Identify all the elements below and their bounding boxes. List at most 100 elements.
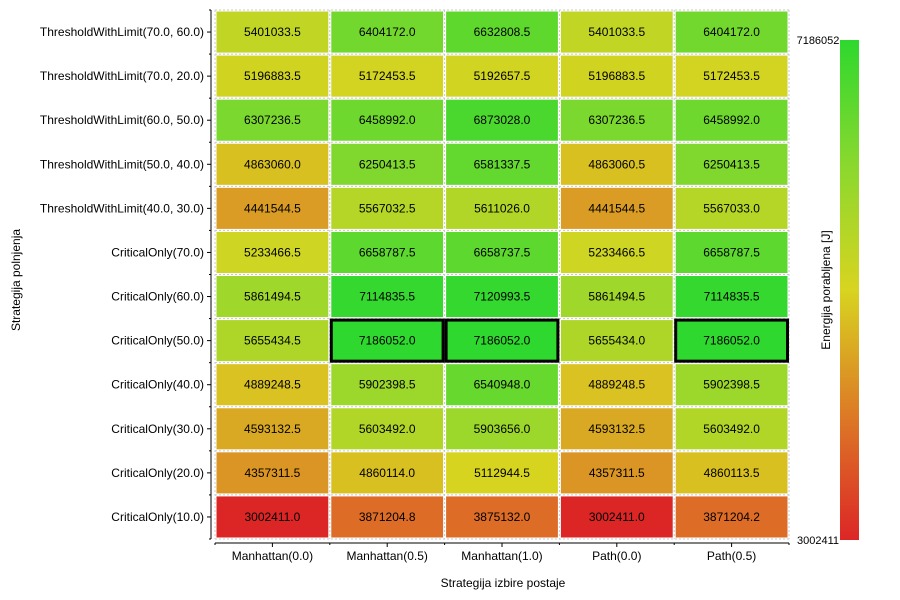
cell-value-label: 6307236.5 bbox=[588, 113, 645, 127]
cell-value-label: 5611026.0 bbox=[474, 201, 530, 215]
cell-value-label: 7186052.0 bbox=[474, 334, 531, 348]
cell-value-label: 6307236.5 bbox=[244, 113, 301, 127]
colorbar-title: Energija porabljena [J] bbox=[819, 230, 833, 349]
cell-value-label: 5902398.5 bbox=[703, 378, 760, 392]
heatmap-cell bbox=[331, 496, 444, 538]
cell-value-label: 6250413.5 bbox=[359, 157, 416, 171]
cell-value-label: 3875132.0 bbox=[474, 510, 531, 524]
y-tick-label: CriticalOnly(40.0) bbox=[111, 378, 204, 392]
colorbar-max-label: 7186052 bbox=[797, 35, 840, 47]
cell-value-label: 7186052.0 bbox=[359, 334, 416, 348]
heatmap-cell bbox=[675, 276, 788, 318]
cell-value-label: 4863060.5 bbox=[588, 157, 645, 171]
x-axis-title: Strategija izbire postaje bbox=[441, 576, 566, 590]
cell-value-label: 6404172.0 bbox=[703, 25, 760, 39]
cell-value-label: 5861494.5 bbox=[244, 290, 301, 304]
cell-value-label: 5112944.5 bbox=[474, 466, 530, 480]
y-tick-label: ThresholdWithLimit(70.0, 20.0) bbox=[40, 69, 204, 83]
heatmap-cell bbox=[446, 99, 558, 141]
cell-value-label: 4889248.5 bbox=[244, 378, 301, 392]
heatmap-cell bbox=[331, 320, 444, 362]
cell-value-label: 6404172.0 bbox=[359, 25, 416, 39]
heatmap-cell bbox=[675, 496, 788, 538]
heatmap-cell bbox=[675, 11, 788, 53]
x-tick-label: Manhattan(0.5) bbox=[347, 549, 428, 563]
x-tick-label: Manhattan(0.0) bbox=[232, 549, 313, 563]
heatmap-cell bbox=[216, 231, 329, 273]
cell-value-label: 5233466.5 bbox=[244, 245, 301, 259]
cell-value-label: 5192657.5 bbox=[474, 69, 531, 83]
heatmap-cell bbox=[675, 99, 788, 141]
cell-value-label: 3002411.0 bbox=[244, 510, 300, 524]
heatmap-cell bbox=[446, 231, 558, 273]
heatmap-cell bbox=[446, 320, 558, 362]
heatmap-cell bbox=[216, 143, 329, 185]
heatmap-cell bbox=[675, 364, 788, 406]
cell-value-label: 6540948.0 bbox=[474, 378, 531, 392]
heatmap-cell bbox=[216, 408, 329, 450]
cell-value-label: 5861494.5 bbox=[588, 290, 645, 304]
heatmap-cell bbox=[331, 364, 444, 406]
colorbar-min-label: 3002411 bbox=[797, 535, 839, 547]
cell-value-label: 4860114.0 bbox=[359, 466, 415, 480]
x-tick-label: Path(0.5) bbox=[707, 549, 756, 563]
heatmap-cell bbox=[446, 452, 558, 494]
plot-background bbox=[215, 10, 789, 539]
cell-value-label: 4357311.5 bbox=[589, 466, 645, 480]
cell-value-label: 3871204.2 bbox=[703, 510, 760, 524]
heatmap-cell bbox=[446, 276, 558, 318]
heatmap-cell bbox=[446, 143, 558, 185]
cell-value-label: 5196883.5 bbox=[588, 69, 645, 83]
heatmap-cell bbox=[560, 55, 673, 97]
heatmap-cell bbox=[216, 276, 329, 318]
heatmap-cell bbox=[560, 276, 673, 318]
cell-value-label: 6458992.0 bbox=[703, 113, 760, 127]
heatmap-cell bbox=[675, 320, 788, 362]
x-tick-label: Path(0.0) bbox=[592, 549, 641, 563]
cell-value-label: 5401033.5 bbox=[244, 25, 301, 39]
cell-value-label: 4889248.5 bbox=[588, 378, 645, 392]
cell-value-label: 4593132.5 bbox=[244, 422, 301, 436]
max-cell-highlight bbox=[674, 318, 790, 363]
max-cell-highlight bbox=[329, 318, 445, 363]
heatmap-cell bbox=[216, 496, 329, 538]
y-tick-label: ThresholdWithLimit(70.0, 60.0) bbox=[40, 25, 204, 39]
heatmap-cell bbox=[331, 55, 444, 97]
y-tick-label: CriticalOnly(60.0) bbox=[111, 290, 204, 304]
heatmap-cell bbox=[331, 11, 444, 53]
heatmap-cell bbox=[560, 364, 673, 406]
cell-value-label: 7114835.5 bbox=[704, 290, 760, 304]
cell-value-label: 5655434.0 bbox=[588, 334, 645, 348]
heatmap-cell bbox=[216, 99, 329, 141]
cell-value-label: 7114835.5 bbox=[359, 290, 415, 304]
y-tick-label: CriticalOnly(30.0) bbox=[111, 422, 204, 436]
x-axis: Manhattan(0.0)Manhattan(0.5)Manhattan(1.… bbox=[214, 542, 790, 563]
cell-value-label: 5233466.5 bbox=[588, 245, 645, 259]
cell-value-label: 5172453.5 bbox=[703, 69, 760, 83]
cell-value-label: 5902398.5 bbox=[359, 378, 416, 392]
cell-value-label: 5196883.5 bbox=[244, 69, 301, 83]
cell-value-label: 6873028.0 bbox=[474, 113, 531, 127]
y-tick-label: ThresholdWithLimit(50.0, 40.0) bbox=[40, 157, 204, 171]
cell-value-label: 5567033.0 bbox=[703, 201, 760, 215]
cell-value-label: 6458992.0 bbox=[359, 113, 416, 127]
heatmap-cell bbox=[446, 187, 558, 229]
heatmap-cell bbox=[446, 55, 558, 97]
max-cell-highlight bbox=[444, 318, 560, 363]
colorbar bbox=[840, 40, 859, 540]
heatmap-cell bbox=[446, 11, 558, 53]
cell-value-label: 6250413.5 bbox=[703, 157, 760, 171]
y-tick-label: CriticalOnly(20.0) bbox=[111, 466, 204, 480]
heatmap-cell bbox=[560, 496, 673, 538]
cell-value-label: 5655434.5 bbox=[244, 334, 301, 348]
cell-value-label: 6581337.5 bbox=[474, 157, 531, 171]
cell-value-label: 3002411.0 bbox=[589, 510, 645, 524]
y-tick-label: ThresholdWithLimit(60.0, 50.0) bbox=[40, 113, 204, 127]
heatmap-cell bbox=[675, 408, 788, 450]
y-tick-label: ThresholdWithLimit(40.0, 30.0) bbox=[40, 201, 204, 215]
cell-value-label: 6658737.5 bbox=[474, 245, 531, 259]
y-tick-label: CriticalOnly(10.0) bbox=[111, 510, 204, 524]
heatmap-cell bbox=[216, 187, 329, 229]
heatmap-cell bbox=[675, 452, 788, 494]
